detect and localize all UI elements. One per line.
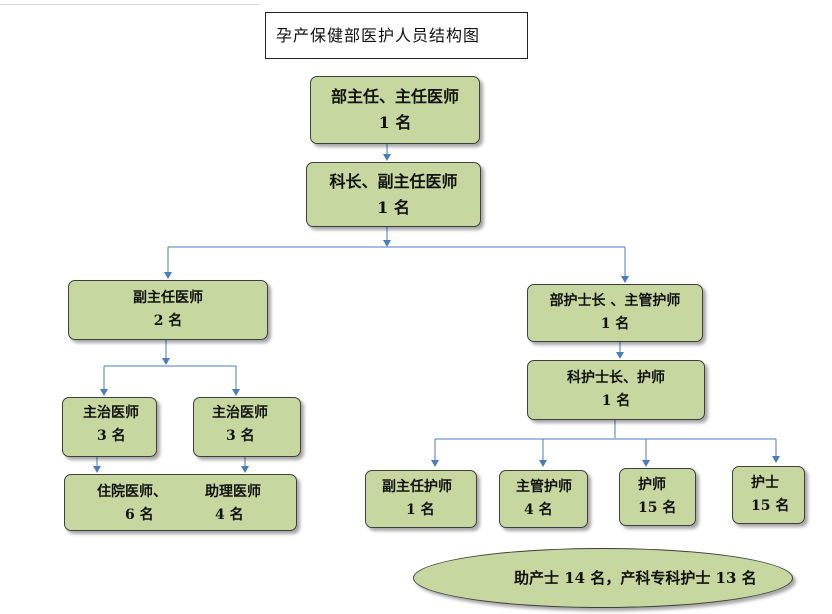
node-assoc-chief-nurse-role: 副主任护师	[382, 479, 452, 495]
node-nurse-count: 15 名	[751, 498, 790, 514]
node-nurse-practitioner: 护师 15 名	[619, 468, 696, 526]
node-nurse-practitioner-count: 15 名	[638, 500, 677, 516]
node-residents-count: 6 名	[125, 507, 154, 523]
node-attending-a-role: 主治医师	[83, 405, 139, 421]
node-head-nurse-role: 部护士长 、主管护师	[549, 293, 681, 309]
node-director-count: 1 名	[378, 113, 412, 132]
node-section-chief-count: 1 名	[377, 197, 410, 217]
node-supervisor-nurse-role: 主管护师	[516, 479, 572, 495]
node-attending-b-role: 主治医师	[212, 405, 268, 421]
node-supervisor-nurse: 主管护师 4 名	[499, 470, 588, 528]
node-attending-a: 主治医师 3 名	[62, 397, 157, 457]
node-assoc-chief-physician: 副主任医师 2 名	[68, 280, 268, 340]
node-residents-assistants: 住院医师、 6 名 助理医师 4 名	[64, 474, 297, 531]
node-head-nurse: 部护士长 、主管护师 1 名	[527, 284, 703, 342]
node-assoc-chief-physician-count: 2 名	[153, 313, 183, 329]
node-attending-b: 主治医师 3 名	[193, 397, 301, 457]
node-head-nurse-count: 1 名	[600, 316, 630, 332]
node-assoc-chief-physician-role: 副主任医师	[133, 290, 203, 306]
top-divider	[0, 4, 260, 5]
chart-title: 孕产保健部医护人员结构图	[265, 12, 528, 59]
node-assoc-chief-nurse: 副主任护师 1 名	[365, 470, 477, 528]
node-attending-a-count: 3 名	[97, 428, 126, 444]
node-nurse-practitioner-role: 护师	[638, 477, 666, 493]
node-director: 部主任、主任医师 1 名	[310, 76, 480, 144]
node-residents-role: 住院医师、	[97, 484, 167, 500]
node-attending-b-count: 3 名	[226, 428, 255, 444]
node-nurse-role: 护士	[751, 475, 779, 491]
node-director-role: 部主任、主任医师	[330, 87, 459, 106]
node-nurse: 护士 15 名	[732, 466, 805, 524]
node-section-head-nurse-count: 1 名	[601, 393, 631, 409]
node-assistants-count: 4 名	[215, 507, 244, 523]
node-section-chief-role: 科长、副主任医师	[329, 171, 458, 191]
node-midwives-specialist-nurses: 助产士 14 名，产科专科护士 13 名	[413, 548, 793, 608]
node-section-chief: 科长、副主任医师 1 名	[306, 162, 481, 227]
node-supervisor-nurse-count: 4 名	[524, 502, 553, 518]
node-assistants-role: 助理医师	[205, 484, 261, 500]
node-assoc-chief-nurse-count: 1 名	[406, 502, 435, 518]
node-section-head-nurse: 科护士长、护师 1 名	[527, 360, 705, 420]
node-section-head-nurse-role: 科护士长、护师	[567, 370, 665, 386]
